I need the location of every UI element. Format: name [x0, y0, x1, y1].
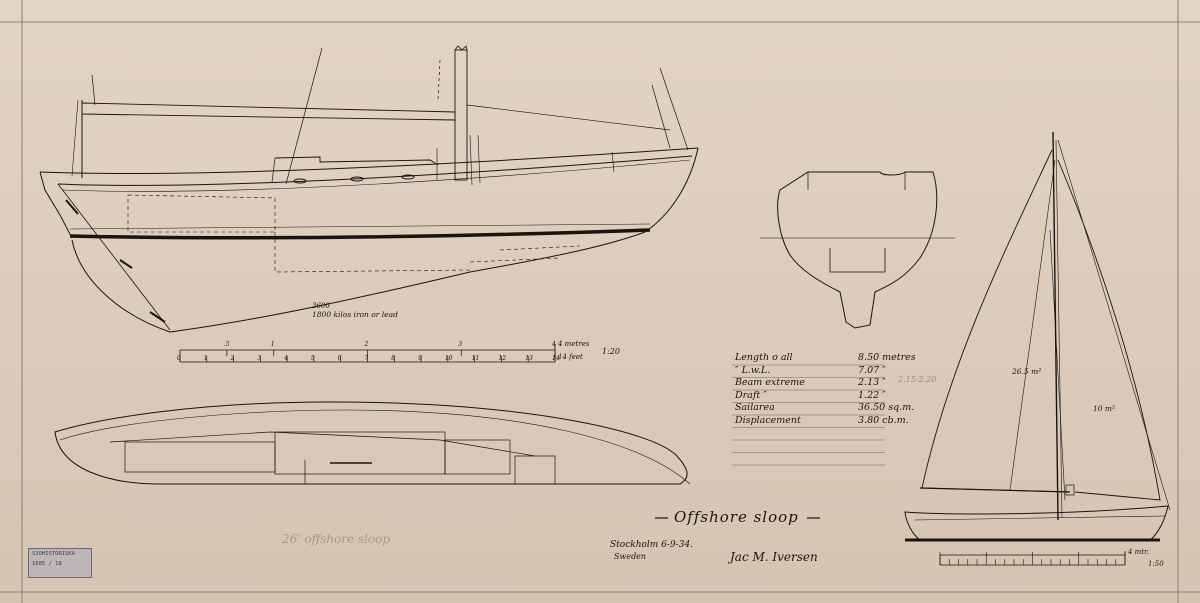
spec-value: 8.50 metres: [858, 352, 916, 363]
spec-value: 1.22 ″: [858, 389, 886, 401]
hull-side-profile: [39, 45, 699, 333]
feet-tick-label: 10: [444, 355, 453, 362]
feet-tick-label: 12: [498, 355, 507, 362]
profile-scale-meters: 4 metres: [558, 340, 590, 348]
spec-label: Length o all: [735, 352, 793, 363]
sail-scale-meters: 4 mtr.: [1128, 548, 1149, 556]
spec-label: Sailarea: [735, 402, 775, 413]
spec-value: 3.80 cb.m.: [858, 414, 909, 426]
feet-tick-label: 8: [391, 355, 396, 362]
mainsail-area: 26.5 m²: [1012, 367, 1042, 376]
stamp-line-1: SJOHISTORISKA: [32, 551, 76, 557]
keel-note: 1800 kilos iron or lead: [312, 310, 398, 319]
feet-tick-label: 1: [203, 355, 208, 362]
keel-note-top: 3600: [312, 302, 330, 310]
feet-tick-label: 5: [310, 355, 315, 362]
spec-label: ″ L.w.L.: [735, 364, 771, 376]
pencil-note: 2.15-2.20: [898, 375, 937, 384]
faint-pencil-title: 26' offshore sloop: [282, 532, 390, 546]
spec-value: 36.50 sq.m.: [858, 402, 915, 413]
feet-tick-label: 14: [552, 355, 560, 362]
spec-label: Displacement: [735, 414, 801, 426]
feet-tick-label: 2: [230, 355, 235, 362]
feet-tick-label: 9: [418, 355, 422, 362]
spec-value: 7.07 ″: [858, 364, 886, 376]
profile-scale-ticks: [179, 350, 556, 362]
meter-tick-label: 2: [364, 341, 369, 348]
hull-body-section: [760, 171, 955, 329]
meter-tick-label: 1: [270, 341, 275, 348]
feet-tick-label: 7: [364, 355, 369, 362]
country: Sweden: [614, 552, 647, 561]
feet-tick-label: 3: [257, 355, 262, 362]
place-date: Stockholm 6-9-34.: [610, 540, 694, 550]
spec-label: Draft ″: [735, 389, 767, 401]
feet-tick-label: 11: [471, 355, 480, 362]
feet-tick-label: 6: [337, 355, 342, 362]
feet-tick-label: 0: [177, 355, 181, 362]
meter-tick-label: 4: [552, 341, 556, 348]
deck-plan: [54, 401, 691, 485]
meter-tick-label: 3: [458, 341, 463, 348]
designer-signature: Jac M. Iversen: [730, 550, 818, 564]
feet-tick-label: 4: [284, 355, 288, 362]
sail-plan: [904, 131, 1171, 542]
profile-scale-ratio: 1:20: [602, 347, 620, 356]
profile-scale-feet: 14 feet: [558, 353, 583, 361]
spec-label: Beam extreme: [735, 377, 805, 388]
drawing-title: Offshore sloop: [674, 508, 799, 526]
feet-tick-label: 13: [525, 355, 533, 362]
spec-value: 2.13 ″: [858, 377, 886, 388]
spec-table-lines: [732, 364, 885, 466]
sail-scale-ticks: [939, 552, 1126, 565]
stamp-line-2: 1005 / 18: [32, 561, 62, 567]
archive-stamp: SJOHISTORISKA 1005 / 18: [28, 548, 92, 578]
meter-tick-label: .5: [223, 341, 230, 348]
sail-scale-ratio: 1:50: [1148, 560, 1164, 568]
jib-area: 10 m²: [1093, 404, 1116, 413]
